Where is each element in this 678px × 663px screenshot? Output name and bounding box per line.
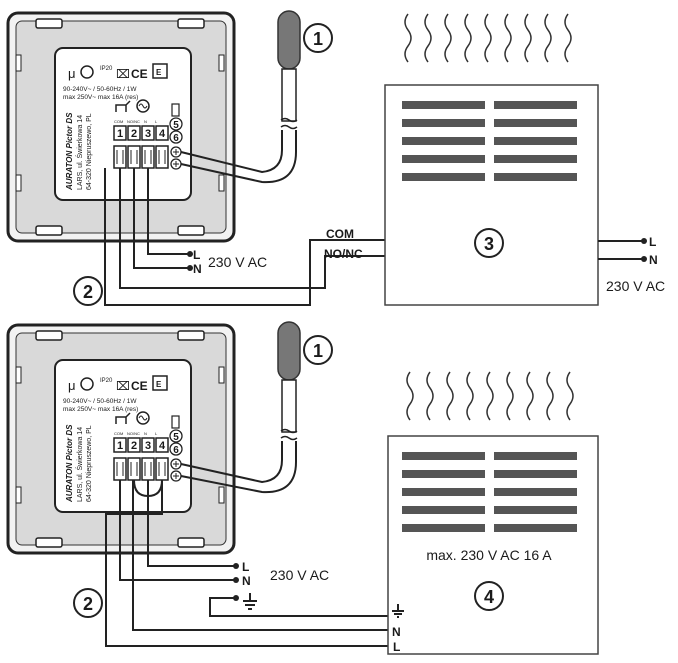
spec-line-1-bottom: 90-240V~ / 50-60Hz / 1W [63, 398, 137, 405]
terminal-3-top: 3 [145, 128, 151, 140]
callout-2-top [73, 276, 103, 306]
wire-l-device-bottom [105, 480, 388, 647]
svg-text:6: 6 [173, 133, 179, 144]
micro-symbol: μ [68, 66, 76, 81]
heating-device-4: max. 230 V AC 16 A 4 N L [387, 435, 599, 655]
brand-label-top: AURATON Pictor DS [65, 112, 74, 191]
earth-ground-icon [243, 593, 257, 610]
terminal-4-bottom: 4 [159, 440, 166, 452]
temperature-sensor-icon [180, 10, 301, 184]
svg-text:6: 6 [173, 445, 179, 456]
callout-2-label-bottom: 2 [83, 594, 93, 614]
svg-text:E: E [156, 380, 162, 389]
ce-mark-bottom: CE [131, 379, 148, 393]
device-n-top: N [649, 253, 658, 267]
settings-icon [80, 65, 94, 79]
callout-1-bottom [303, 335, 333, 365]
top-diagram: μ IP20 ⌧ CE E 90-240V~ / 50-60Hz / 1W ma… [6, 10, 665, 306]
wire-l-supply-bottom [147, 480, 236, 567]
wire-n-top [133, 168, 190, 269]
callout-4-label: 4 [484, 587, 494, 607]
svg-text:NO/NC: NO/NC [127, 431, 140, 436]
supply-voltage-bottom: 230 V AC [270, 567, 329, 583]
relay-symbol [115, 100, 131, 112]
ip-rating-bottom: IP20 [100, 378, 113, 384]
callout-2-bottom [73, 588, 103, 618]
device-n-bottom: N [392, 625, 401, 639]
svg-text:COM: COM [114, 119, 123, 124]
ce-mark-top: CE [131, 67, 148, 81]
spec-line-2: max 250V~ max 16A (res) [63, 94, 138, 101]
weee-bin-icon: ⌧ [116, 67, 130, 81]
terminal-4-top: 4 [159, 128, 166, 140]
svg-text:N: N [144, 119, 147, 124]
terminal-1-top: 1 [117, 128, 123, 140]
svg-text:N: N [144, 431, 147, 436]
svg-text:NO/NC: NO/NC [127, 119, 140, 124]
svg-text:COM: COM [114, 431, 123, 436]
heat-wave-icon [404, 13, 572, 63]
heating-device-3: 3 [384, 84, 599, 306]
settings-icon [80, 377, 94, 391]
terminal-block-top: 1 2 3 4 [113, 125, 169, 169]
bottom-diagram: μ IP20 ⌧ CE E 90-240V~ / 50-60Hz / 1W ma… [6, 321, 599, 655]
supply-l-bottom: L [242, 560, 249, 574]
terminal-2-top: 2 [131, 128, 137, 140]
device-voltage-top: 230 V AC [606, 278, 665, 294]
svg-text:E: E [156, 68, 162, 77]
relay-com-label: COM [326, 227, 354, 241]
ip-rating-top: IP20 [100, 66, 113, 72]
terminal-2-bottom: 2 [131, 440, 137, 452]
address-line-2-bottom: 64-320 Niepruszewo, PL [86, 425, 93, 502]
wire-com-top [119, 168, 385, 289]
sensor-terminals-bottom: 5 6 [169, 415, 183, 482]
device-l-bottom: L [393, 640, 400, 654]
supply-n-top: N [193, 262, 202, 276]
terminal-3-bottom: 3 [145, 440, 151, 452]
eac-mark-icon [152, 63, 168, 79]
svg-text:5: 5 [173, 120, 179, 131]
callout-2-label-top: 2 [83, 282, 93, 302]
address-line-1-top: LARS, ul. Świerkowa 14 [75, 115, 84, 190]
spec-line-1: 90-240V~ / 50-60Hz / 1W [63, 86, 137, 93]
sensor-terminals-top: 5 6 [169, 103, 183, 170]
weee-bin-icon: ⌧ [116, 379, 130, 393]
device-supply-wires-top [598, 240, 644, 260]
address-line-1-bottom: LARS, ul. Świerkowa 14 [75, 427, 84, 502]
svg-text:5: 5 [173, 432, 179, 443]
heat-wave-icon [406, 371, 574, 421]
svg-text:μ: μ [68, 378, 76, 393]
supply-voltage-top: 230 V AC [208, 254, 267, 270]
device-l-top: L [649, 235, 656, 249]
wire-n-device-bottom [132, 480, 388, 631]
svg-text:L: L [155, 119, 158, 124]
supply-n-bottom: N [242, 574, 251, 588]
callout-1-label-top: 1 [313, 29, 323, 49]
thermostat-unit-top: μ IP20 ⌧ CE E 90-240V~ / 50-60Hz / 1W ma… [6, 11, 236, 243]
wire-earth-bottom [209, 597, 388, 617]
callout-1-top [303, 23, 333, 53]
svg-text:L: L [155, 431, 158, 436]
eac-mark-icon [152, 375, 168, 391]
wire-nonc-top [104, 168, 385, 306]
earth-ground-icon [392, 604, 404, 618]
relay-nonc-label: NO/NC [324, 247, 363, 261]
address-line-2-top: 64-320 Niepruszewo, PL [86, 113, 93, 190]
temperature-sensor-icon [180, 321, 301, 494]
callout-1-label-bottom: 1 [313, 341, 323, 361]
thermostat-unit-bottom: μ IP20 ⌧ CE E 90-240V~ / 50-60Hz / 1W ma… [6, 323, 236, 555]
terminal-1-bottom: 1 [117, 440, 123, 452]
device-rating: max. 230 V AC 16 A [426, 547, 552, 563]
brand-label-bottom: AURATON Pictor DS [65, 424, 74, 503]
spec-line-2-bottom: max 250V~ max 16A (res) [63, 406, 138, 413]
supply-symbol [136, 99, 150, 113]
callout-3-label: 3 [484, 234, 494, 254]
wire-l-top [147, 168, 190, 255]
supply-l-top: L [193, 248, 200, 262]
